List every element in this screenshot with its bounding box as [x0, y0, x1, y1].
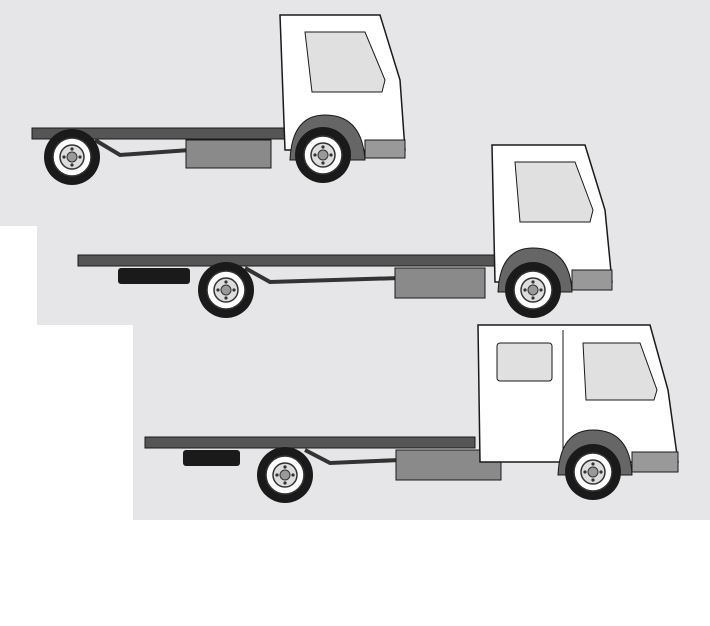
truck-crew-cab	[144, 324, 679, 504]
rear-mount-block	[118, 268, 190, 284]
front-wheel	[294, 126, 352, 184]
truck-long-wheelbase	[77, 144, 613, 319]
rear-wheel	[43, 128, 101, 186]
rear-cab-window	[496, 342, 553, 382]
bumper	[364, 139, 406, 159]
rear-wheel	[197, 261, 255, 319]
chassis-rail	[77, 254, 499, 267]
cab-window	[304, 31, 386, 93]
front-wheel	[504, 261, 562, 319]
fuel-tank	[394, 267, 486, 299]
suspension	[304, 448, 401, 466]
suspension	[244, 266, 401, 285]
fuel-tank	[185, 139, 272, 169]
front-wheel	[564, 443, 622, 501]
bumper	[571, 269, 613, 291]
rear-wheel	[256, 446, 314, 504]
suspension	[93, 138, 191, 158]
truck-short-wheelbase	[31, 14, 406, 186]
front-cab-window	[582, 342, 658, 401]
chassis-rail	[144, 436, 476, 449]
bumper	[631, 451, 679, 473]
cab-window	[514, 161, 594, 223]
rear-mount-block	[183, 450, 240, 466]
